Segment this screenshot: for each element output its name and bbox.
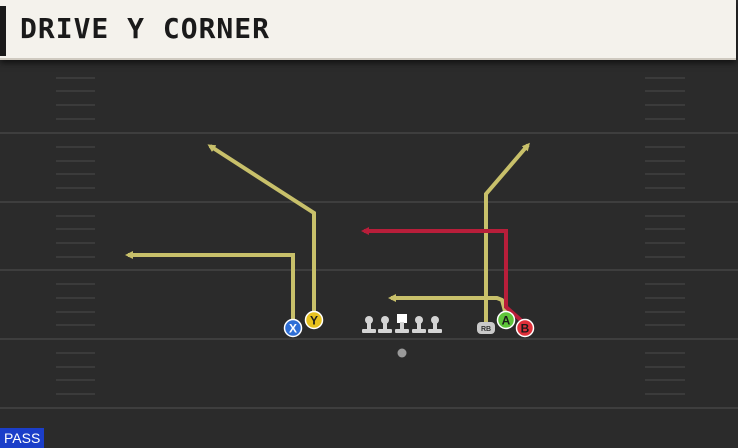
y-receiver-label: Y — [310, 314, 318, 328]
play-type-badge: PASS — [0, 428, 45, 448]
hash-marks-right — [645, 77, 685, 395]
b-receiver-label: B — [521, 322, 530, 336]
quarterback-dot — [397, 348, 407, 358]
left-guard-icon — [378, 316, 392, 333]
x-receiver-label: X — [289, 322, 297, 336]
rb-label: RB — [481, 326, 491, 333]
play-title: DRIVE Y CORNER — [20, 12, 271, 45]
b-button-icon — [515, 318, 535, 338]
a-button-icon — [496, 310, 516, 330]
route-b-dig-primary — [361, 227, 525, 324]
rb-icon — [477, 322, 495, 334]
a-receiver-label: A — [502, 314, 511, 328]
y-button-icon — [304, 310, 324, 330]
play-title-bar: DRIVE Y CORNER — [0, 0, 736, 60]
offensive-line — [362, 314, 442, 333]
route-a-drag — [388, 294, 508, 316]
left-tackle-icon — [362, 316, 376, 333]
x-receiver[interactable]: X — [283, 318, 303, 338]
route-rb-wheel — [484, 142, 530, 322]
y-receiver[interactable]: Y — [304, 310, 324, 330]
yard-lines — [0, 132, 738, 409]
title-accent-bar — [0, 6, 6, 56]
b-receiver[interactable]: B — [515, 318, 535, 338]
right-tackle-icon — [428, 316, 442, 333]
center-icon — [395, 314, 409, 333]
route-y-corner — [207, 144, 316, 314]
x-button-icon — [283, 318, 303, 338]
right-guard-icon — [412, 316, 426, 333]
hash-marks-left — [56, 77, 95, 395]
rb-player[interactable]: RB — [477, 322, 495, 334]
a-receiver[interactable]: A — [496, 310, 516, 330]
route-x-out — [125, 251, 295, 322]
